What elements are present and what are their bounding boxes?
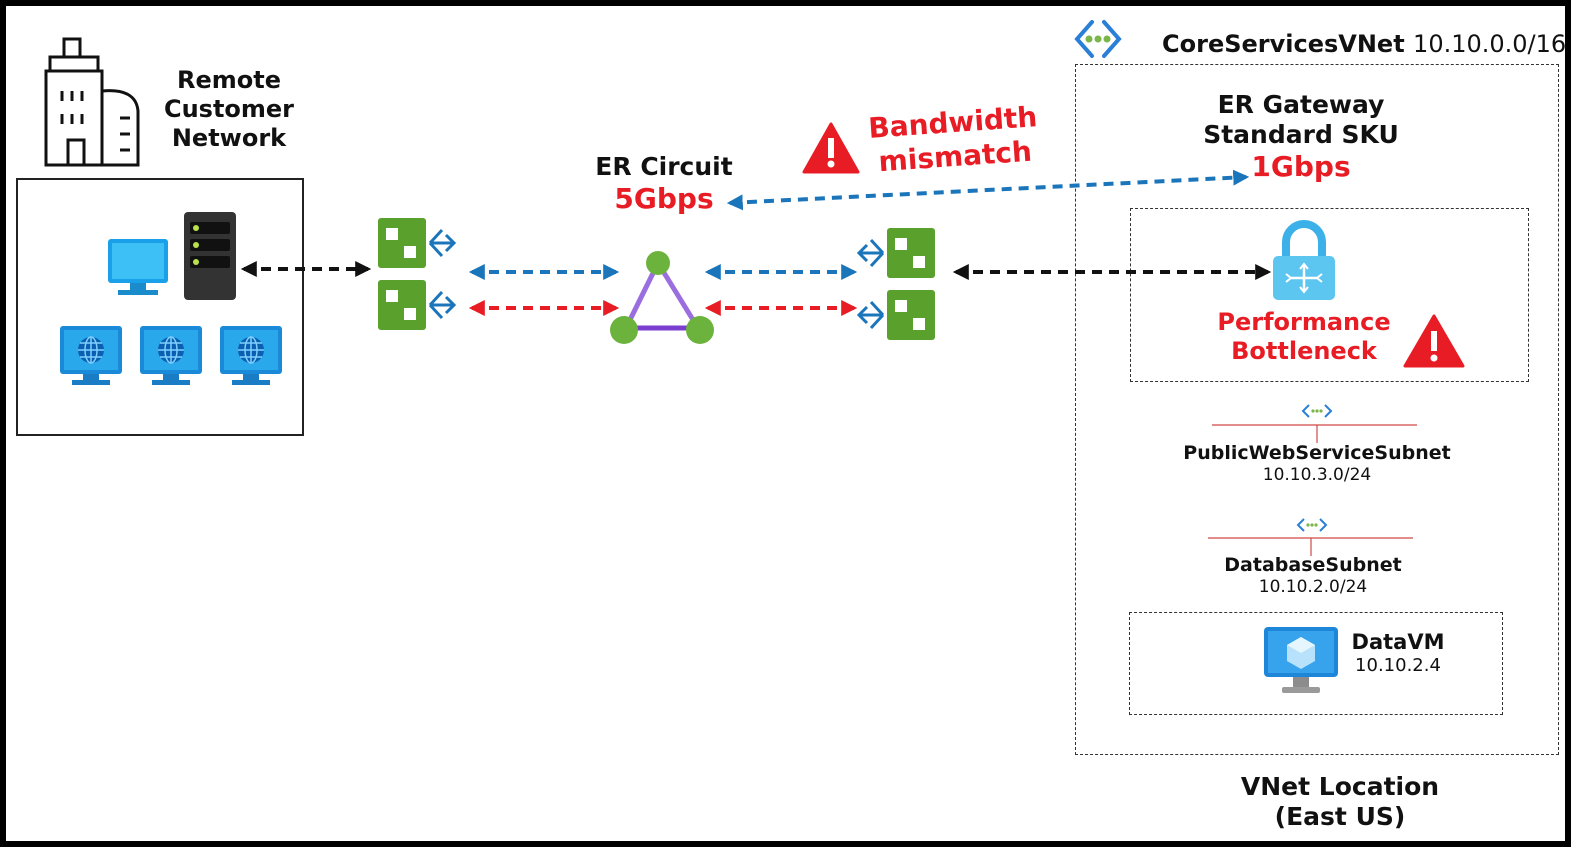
web-monitor-icon <box>140 326 202 385</box>
vnet-name: CoreServicesVNet <box>1162 30 1405 58</box>
subnet-label: PublicWebServiceSubnet 10.10.3.0/24 <box>1167 442 1467 485</box>
vm-ip: 10.10.2.4 <box>1355 655 1441 677</box>
location-line: (East US) <box>1274 802 1406 831</box>
building-icon <box>44 37 140 167</box>
performance-bottleneck-label: Performance Bottleneck <box>1204 308 1404 366</box>
web-monitor-icon <box>60 326 122 385</box>
router-icon <box>856 290 935 340</box>
subnet-name: DatabaseSubnet <box>1224 554 1402 576</box>
er-gateway-label: ER Gateway Standard SKU 1Gbps <box>1186 90 1416 184</box>
gateway-bandwidth: 1Gbps <box>1251 150 1351 183</box>
router-icon <box>378 280 457 330</box>
remote-title-line: Network <box>171 123 287 152</box>
er-circuit-title: ER Circuit <box>595 152 733 181</box>
subnet-cidr: 10.10.2.0/24 <box>1258 576 1368 597</box>
bandwidth-mismatch-label: Bandwidth mismatch <box>862 100 1046 180</box>
subnet-icon <box>1212 404 1417 443</box>
remote-title-line: Customer <box>163 94 295 123</box>
gateway-subnet-box <box>1130 208 1529 382</box>
server-icon <box>184 212 236 300</box>
subnet-icon <box>1208 518 1413 556</box>
gateway-line: ER Gateway <box>1217 90 1385 119</box>
er-circuit-label: ER Circuit 5Gbps <box>584 152 744 216</box>
web-monitor-icon <box>220 326 282 385</box>
remote-network-title: Remote Customer Network <box>154 66 304 152</box>
warning-icon <box>802 122 860 174</box>
vnet-boundary <box>1075 64 1559 755</box>
subnet-name: PublicWebServiceSubnet <box>1183 442 1451 464</box>
monitor-icon <box>108 239 168 295</box>
er-circuit-icon <box>610 251 714 344</box>
subnet-cidr: 10.10.3.0/24 <box>1262 464 1372 485</box>
bottleneck-line: Bottleneck <box>1231 336 1377 365</box>
vm-icon <box>1264 627 1338 693</box>
subnet-label: DatabaseSubnet 10.10.2.0/24 <box>1163 554 1463 597</box>
vm-name: DataVM <box>1351 630 1445 654</box>
vnet-icon <box>1074 20 1122 58</box>
remote-title-line: Remote <box>176 66 281 94</box>
location-line: VNet Location <box>1240 772 1440 801</box>
bandwidth-mismatch-arrow <box>726 169 1250 211</box>
er-circuit-bandwidth: 5Gbps <box>614 182 714 215</box>
gateway-lock-icon <box>1273 220 1335 300</box>
remote-network-box <box>16 178 304 436</box>
vnet-cidr: 10.10.0.0/16 <box>1413 30 1565 58</box>
warning-icon <box>1403 314 1465 368</box>
vm-label: DataVM 10.10.2.4 <box>1338 630 1458 677</box>
vnet-title: CoreServicesVNet 10.10.0.0/16 <box>1162 30 1565 59</box>
vnet-location-label: VNet Location (East US) <box>1220 772 1460 832</box>
router-icon <box>378 218 457 268</box>
gateway-line: Standard SKU <box>1203 120 1399 149</box>
bottleneck-line: Performance <box>1217 308 1391 336</box>
diagram-graphics <box>44 20 1465 693</box>
diagram-canvas: Remote Customer Network ER Circuit 5Gbps… <box>6 6 1565 841</box>
router-icon <box>856 228 935 278</box>
vm-box <box>1129 612 1503 715</box>
